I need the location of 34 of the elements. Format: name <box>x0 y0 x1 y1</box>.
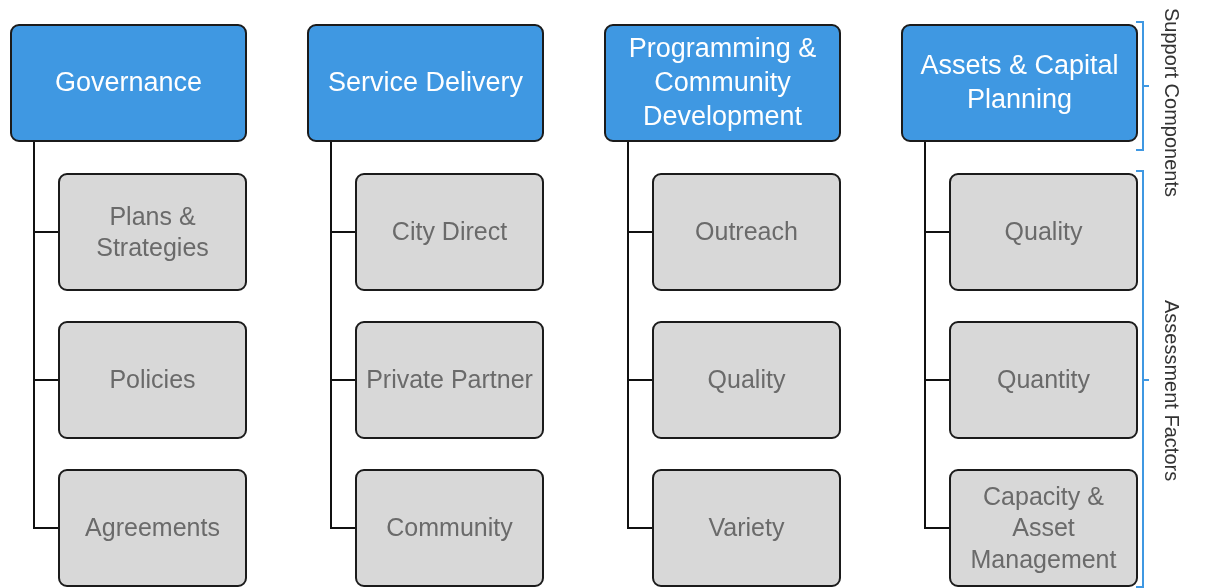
category-box <box>901 24 1138 142</box>
category-title: Governance <box>54 66 203 100</box>
category-title: Assets & Capital Planning <box>919 49 1120 116</box>
item-box <box>949 173 1138 291</box>
item-label: Capacity & Asset Management <box>969 481 1118 575</box>
bracket-label: Support Components <box>1160 8 1184 197</box>
item-box <box>355 173 544 291</box>
item-box <box>355 321 544 439</box>
category-box <box>604 24 841 142</box>
item-label: Plans & Strategies <box>95 200 210 263</box>
item-box <box>652 173 841 291</box>
item-label: Community <box>386 512 513 544</box>
category-title: Service Delivery <box>327 66 524 100</box>
item-box <box>652 469 841 587</box>
item-label: Quality <box>707 364 786 396</box>
item-label: Outreach <box>695 216 798 248</box>
item-label: Variety <box>708 512 785 544</box>
item-label: Private Partner <box>366 364 533 396</box>
item-label: Quality <box>1004 216 1083 248</box>
item-box <box>58 321 247 439</box>
category-title: Programming & Community Development <box>627 32 818 133</box>
category-box <box>10 24 247 142</box>
item-box <box>355 469 544 587</box>
item-box <box>949 321 1138 439</box>
category-box <box>307 24 544 142</box>
item-label: Policies <box>109 364 196 396</box>
item-label: City Direct <box>391 216 508 248</box>
item-box <box>652 321 841 439</box>
item-box <box>58 469 247 587</box>
bracket-label: Assessment Factors <box>1160 300 1184 482</box>
item-label: Quantity <box>996 364 1091 396</box>
item-label: Agreements <box>85 512 220 544</box>
item-box <box>949 469 1138 587</box>
item-box <box>58 173 247 291</box>
